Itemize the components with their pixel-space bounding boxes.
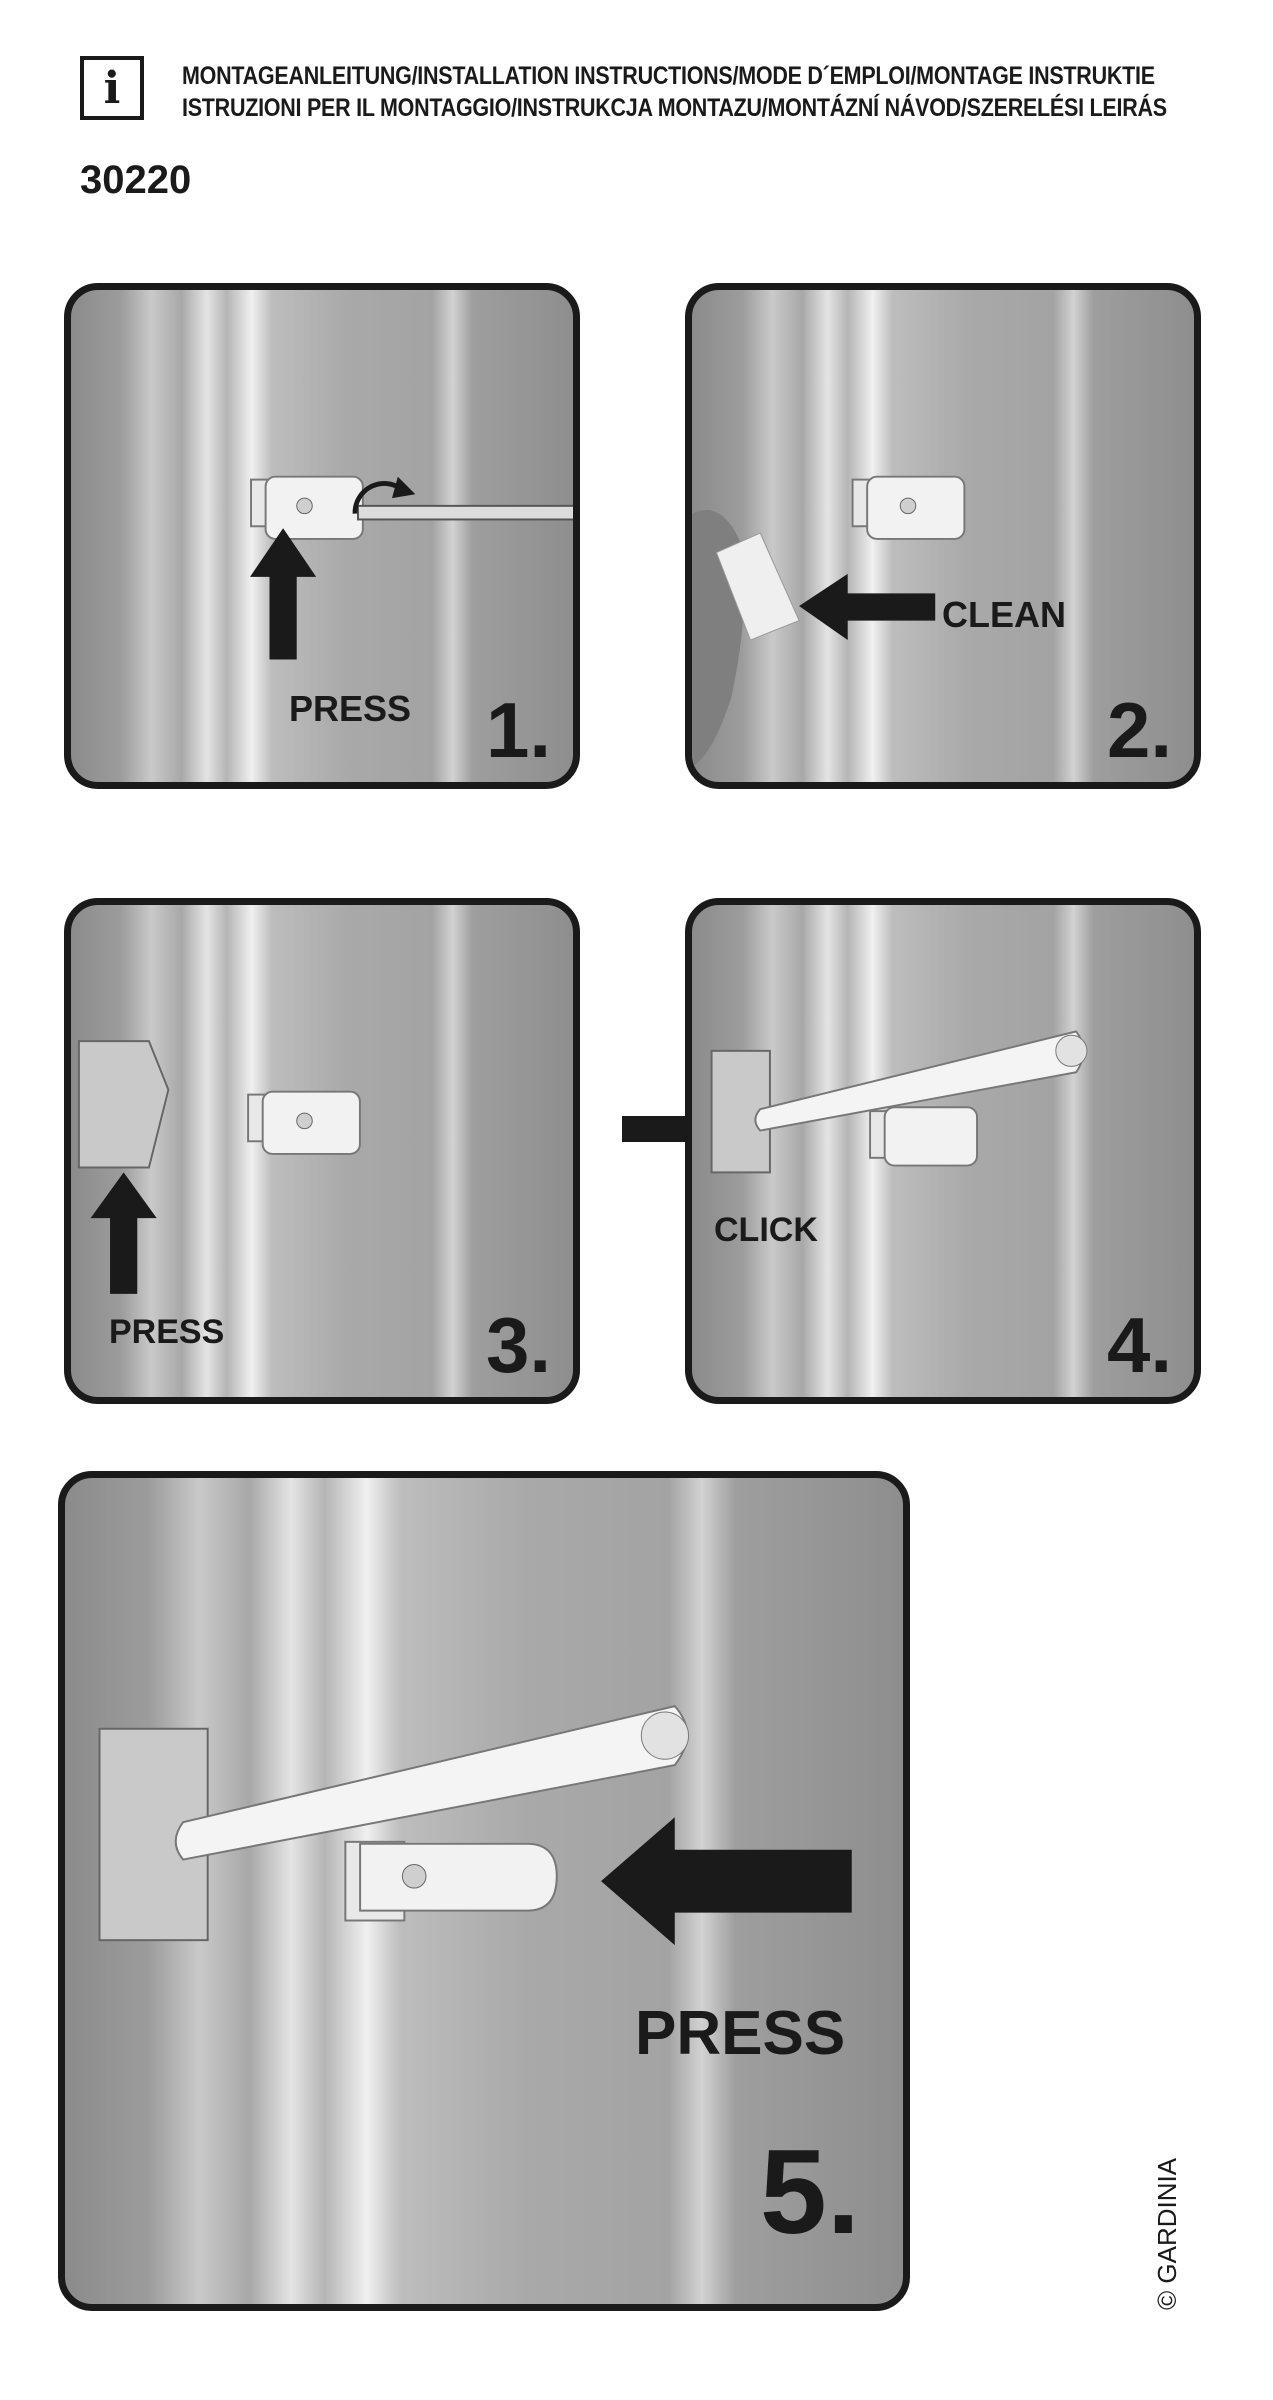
- step-4-number: 4.: [1107, 1301, 1173, 1389]
- arrow-up-icon: [90, 1172, 157, 1294]
- step-5-label: PRESS: [635, 1999, 846, 2068]
- step-2-number: 2.: [1107, 686, 1173, 774]
- step-3-panel: PRESS 3.: [64, 898, 580, 1404]
- step-4-panel: CLICK 4.: [685, 898, 1201, 1404]
- hook-bar-icon: [174, 1705, 688, 1861]
- step-1-label: PRESS: [289, 688, 412, 729]
- wall-mount-icon: [77, 1040, 170, 1169]
- title-block: MONTAGEANLEITUNG/INSTALLATION INSTRUCTIO…: [182, 60, 1242, 124]
- step-4-label: CLICK: [714, 1211, 818, 1249]
- step-2-panel: CLEAN 2.: [685, 283, 1201, 789]
- step-3-label: PRESS: [109, 1313, 225, 1351]
- step-3-number: 3.: [486, 1301, 552, 1389]
- article-number: 30220: [80, 158, 192, 202]
- arrow-up-icon: [250, 528, 317, 660]
- step-5-illustration: [98, 1705, 852, 1946]
- info-icon: i: [80, 56, 144, 120]
- step-1-illustration: [250, 475, 573, 660]
- cloth-icon: [715, 532, 800, 641]
- title-line-1: MONTAGEANLEITUNG/INSTALLATION INSTRUCTIO…: [182, 62, 1155, 90]
- step-2-label: CLEAN: [942, 594, 1066, 635]
- step-5-panel: PRESS 5.: [58, 1471, 910, 2311]
- arrow-left-icon: [799, 573, 936, 641]
- arrow-left-icon: [601, 1817, 852, 1946]
- copyright: © GARDINIA: [1152, 2157, 1182, 2310]
- step-1-number: 1.: [486, 686, 552, 774]
- step-3-illustration: [77, 1040, 361, 1294]
- title-line-2: ISTRUZIONI PER IL MONTAGGIO/INSTRUKCJA M…: [182, 94, 1167, 122]
- step-1-panel: PRESS 1.: [64, 283, 580, 789]
- step-5-number: 5.: [760, 2125, 861, 2259]
- rotate-arrow-icon: [352, 481, 404, 514]
- step-4-illustration: [710, 1030, 1088, 1174]
- step-2-illustration: [692, 475, 966, 767]
